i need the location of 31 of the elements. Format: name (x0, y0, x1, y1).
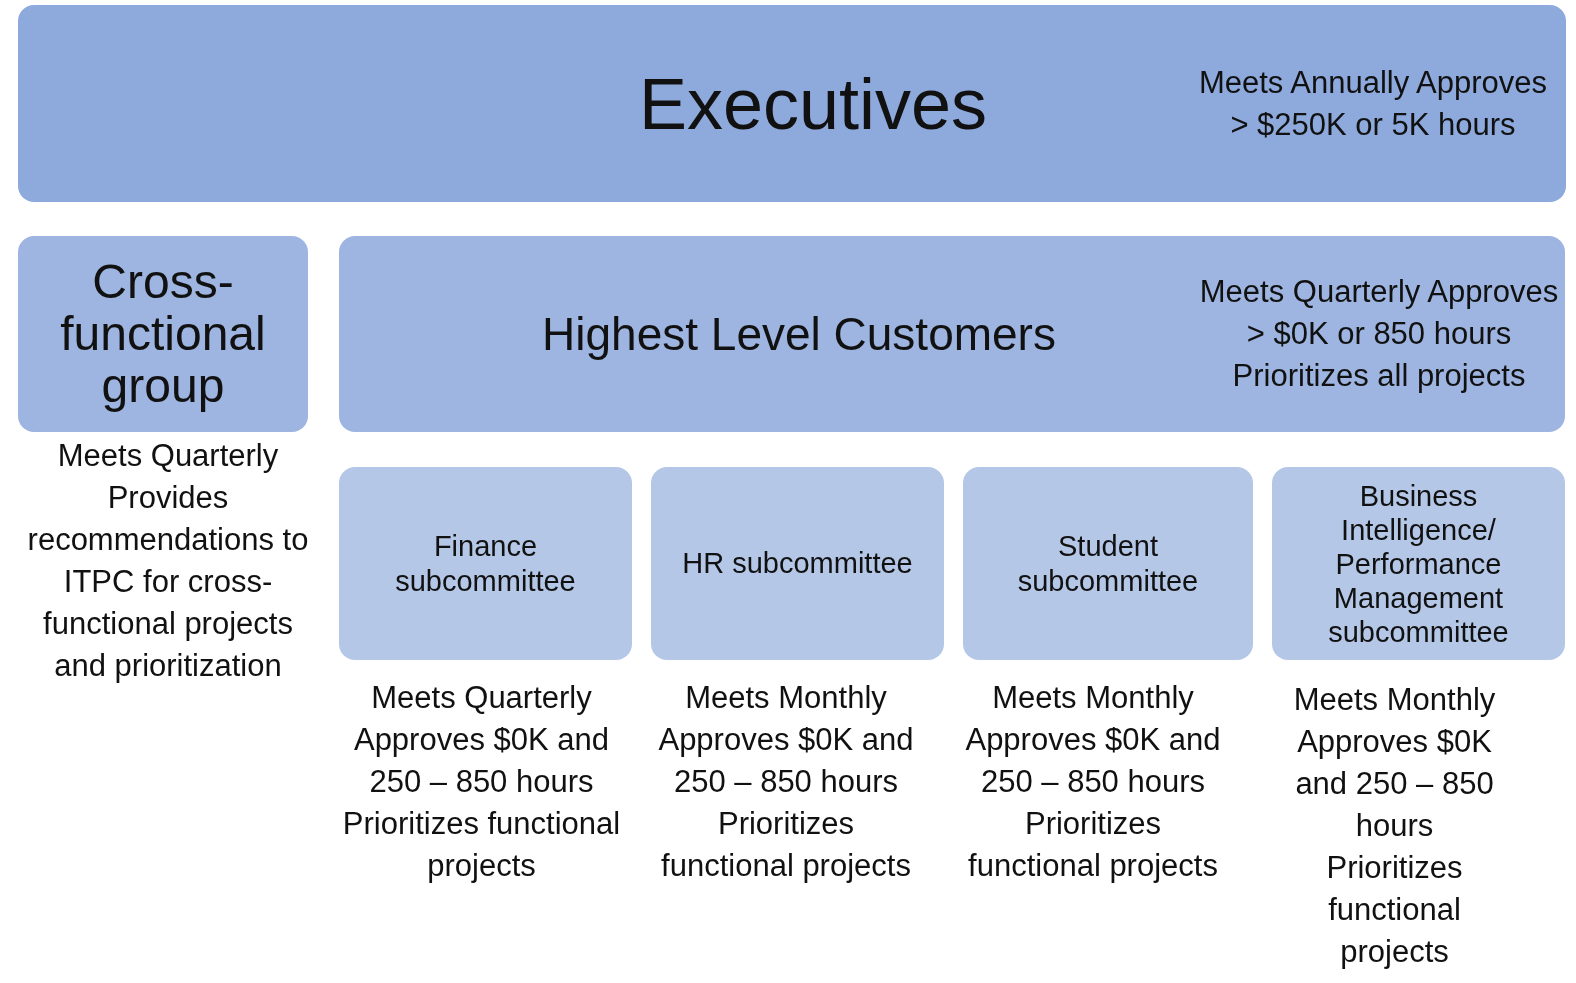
note-text: Prioritizes functional projects (341, 805, 622, 885)
note-text: Approves $0K and 250 – 850 hours (964, 721, 1222, 801)
note-text: Approves $0K and 250 – 850 hours (1294, 723, 1495, 845)
group-box (18, 236, 308, 432)
box-title: Cross-functional group (59, 256, 267, 412)
subcommittee-box (339, 467, 632, 660)
note-text: Provides recommendations to ITPC for cross-functional projects and prioritization (26, 479, 310, 685)
box-title: HR subcommittee (682, 546, 913, 581)
box-title: Executives (638, 62, 988, 146)
subcommittee-box (963, 467, 1253, 660)
note-text: Meets Quarterly (370, 679, 593, 717)
box-title: Student subcommittee (1016, 528, 1200, 599)
customers-box (339, 236, 1565, 432)
note-text: Meets Monthly (1292, 681, 1497, 719)
note-text: Meets Monthly (684, 679, 888, 717)
note-text: Prioritizes functional projects (967, 805, 1219, 885)
info-text: Meets Quarterly Approves > $0K or 850 hours (1199, 273, 1559, 353)
box-title: Business Intelligence/ Performance Management subcommittee (1327, 478, 1510, 649)
box-title: Finance subcommittee (394, 528, 577, 599)
subcommittee-box (1272, 467, 1565, 660)
info-text: Prioritizes all projects (1232, 357, 1526, 395)
note-text: Approves $0K and 250 – 850 hours (657, 721, 915, 801)
subcommittee-box (651, 467, 944, 660)
info-text: Meets Annually Approves > $250K or 5K hours (1197, 63, 1549, 144)
note-text: Meets Quarterly (56, 437, 280, 475)
note-text: Prioritizes functional projects (660, 805, 912, 885)
box-title: Highest Level Customers (542, 306, 1056, 362)
note-text: Approves $0K and 250 – 850 hours (352, 721, 611, 801)
executives-box (18, 5, 1566, 202)
note-text: Meets Monthly (991, 679, 1195, 717)
note-text: Prioritizes functional projects (1325, 849, 1464, 971)
